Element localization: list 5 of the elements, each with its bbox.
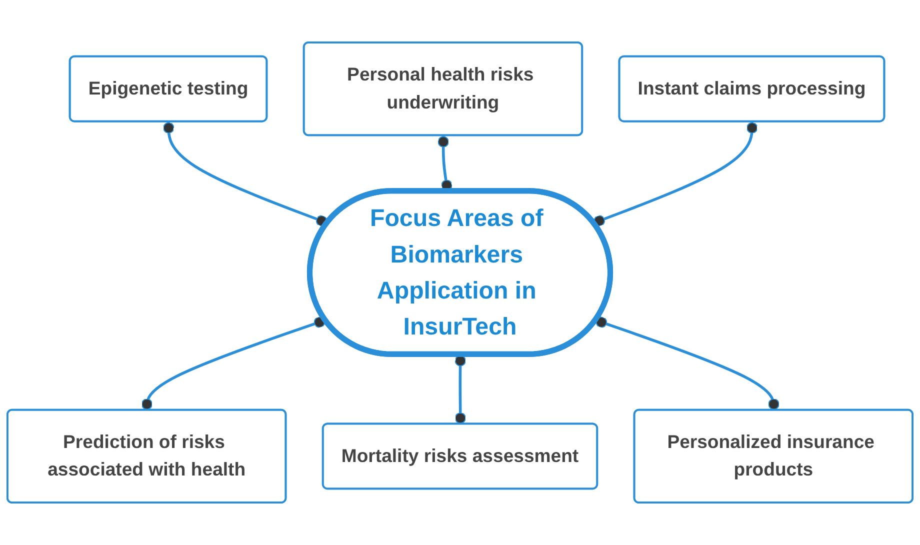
connector [141,316,326,410]
connector [163,122,328,226]
connector [454,354,466,424]
connector [593,122,758,226]
connector [595,316,780,410]
